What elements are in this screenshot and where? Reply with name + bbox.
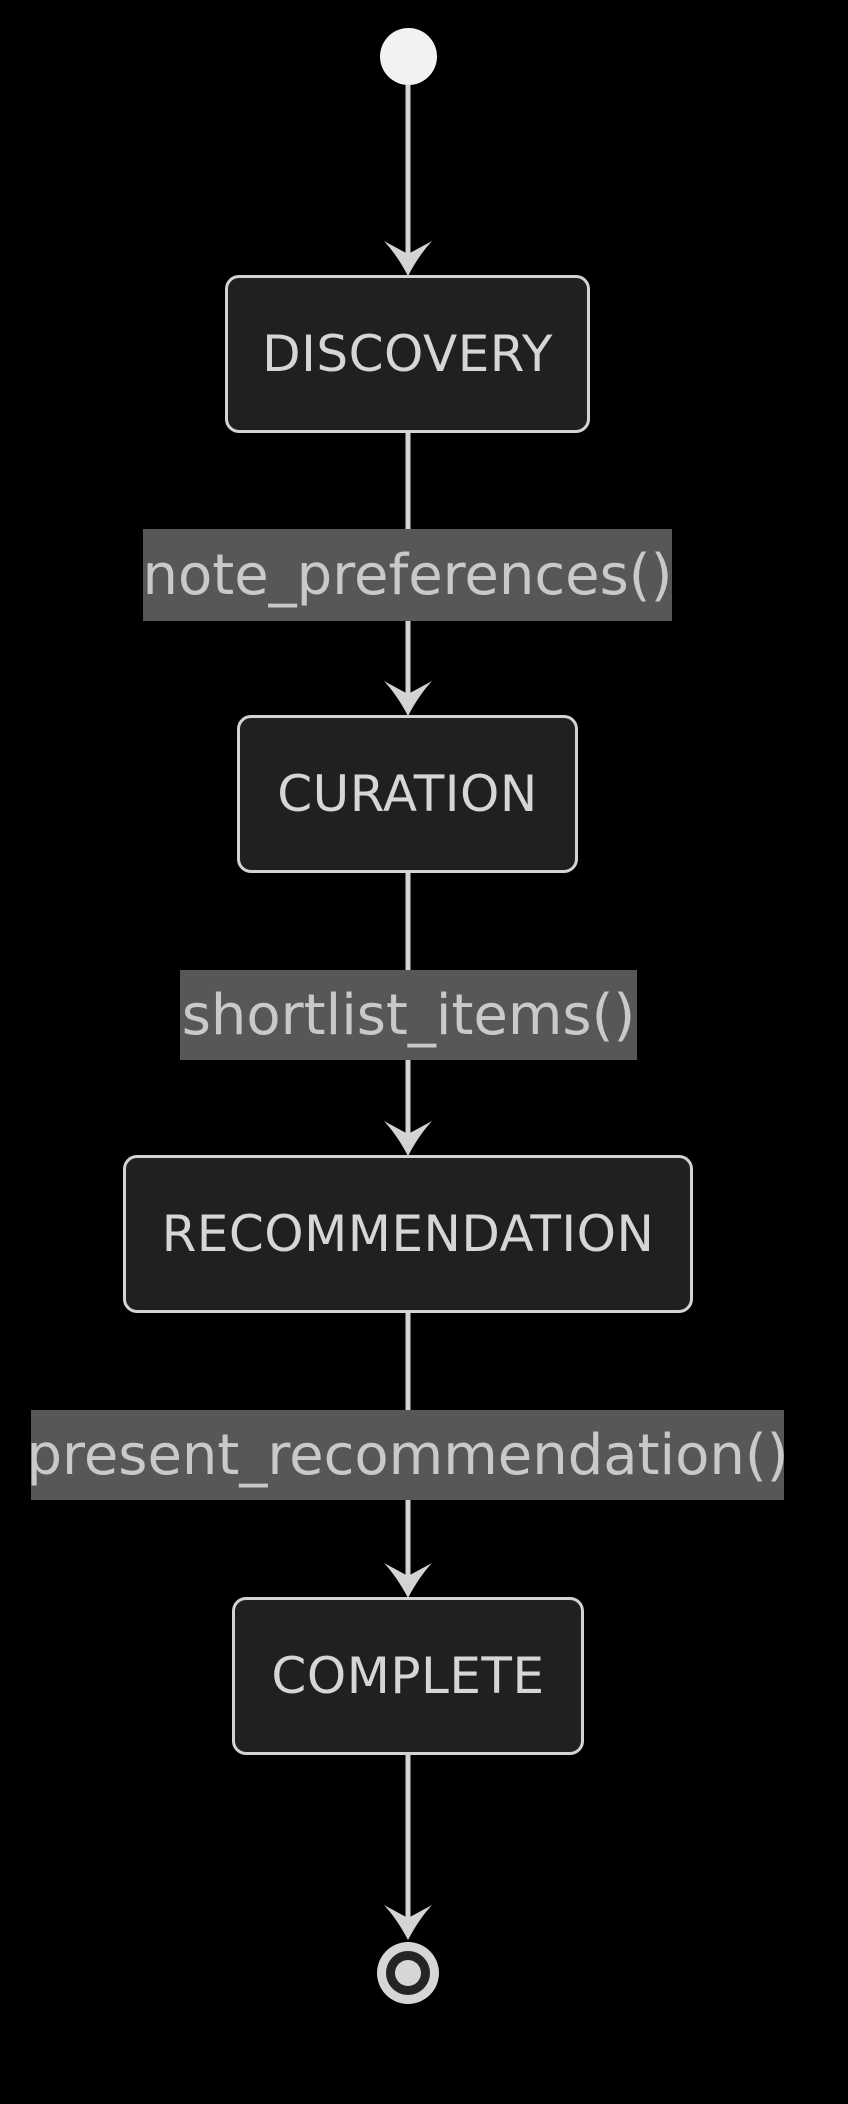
arrowhead-icon [384, 1121, 432, 1156]
end-marker-ring [386, 1951, 430, 1995]
arrowhead-icon [384, 681, 432, 716]
end-marker-dot [395, 1960, 421, 1986]
state-node-complete: COMPLETE [232, 1597, 584, 1755]
transition-label-note-preferences: note_preferences() [143, 529, 673, 621]
end-state-marker [377, 1942, 439, 2004]
state-node-recommendation: RECOMMENDATION [123, 1155, 693, 1313]
state-label: RECOMMENDATION [161, 1205, 655, 1263]
start-state-marker [380, 28, 437, 85]
state-label: DISCOVERY [262, 325, 553, 383]
arrowhead-icon [384, 241, 432, 276]
state-node-curation: CURATION [237, 715, 578, 873]
arrowhead-icon [384, 1905, 432, 1940]
arrowhead-icon [384, 1563, 432, 1598]
state-label: CURATION [277, 765, 538, 823]
state-label: COMPLETE [271, 1647, 545, 1705]
transition-label-shortlist-items: shortlist_items() [180, 970, 637, 1060]
transition-label-present-recommendation: present_recommendation() [26, 1410, 789, 1500]
state-node-discovery: DISCOVERY [225, 275, 590, 433]
